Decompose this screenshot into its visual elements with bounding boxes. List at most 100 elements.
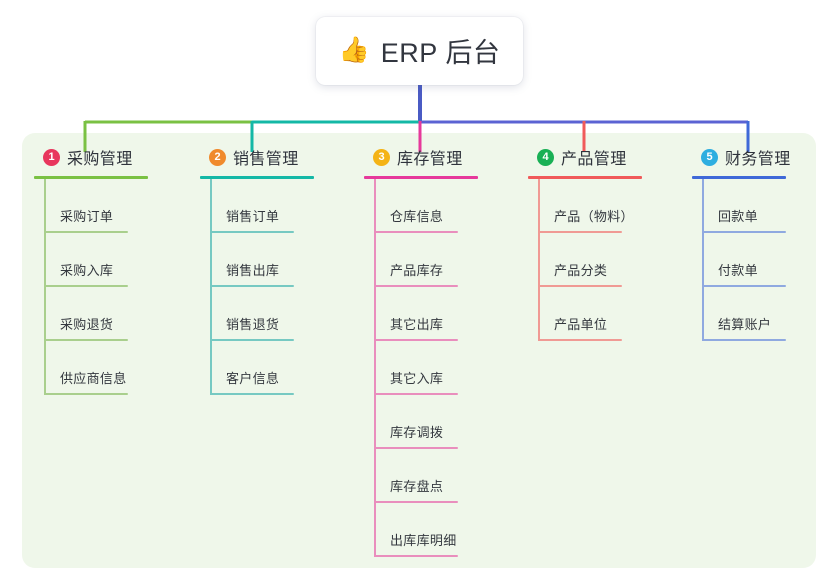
leaf-underline bbox=[210, 231, 294, 233]
leaf-node[interactable]: 付款单 bbox=[692, 233, 822, 287]
leaf-list: 回款单付款单结算账户 bbox=[692, 179, 822, 341]
leaf-underline bbox=[210, 285, 294, 287]
leaf-list: 仓库信息产品库存其它出库其它入库库存调拨库存盘点出库库明细 bbox=[364, 179, 514, 557]
leaf-underline bbox=[44, 393, 128, 395]
leaf-node-label: 供应商信息 bbox=[60, 371, 127, 386]
branch-index-badge: 2 bbox=[209, 148, 226, 166]
leaf-node[interactable]: 其它出库 bbox=[364, 287, 514, 341]
branch-title: 产品管理 bbox=[561, 151, 627, 168]
branch-index-badge: 1 bbox=[43, 148, 60, 166]
leaf-node-label: 产品（物料） bbox=[554, 209, 634, 224]
leaf-node-label: 付款单 bbox=[718, 263, 758, 278]
leaf-node[interactable]: 库存调拨 bbox=[364, 395, 514, 449]
leaf-node[interactable]: 产品库存 bbox=[364, 233, 514, 287]
thumbs-up-icon: 👍 bbox=[338, 35, 370, 64]
leaf-node[interactable]: 产品（物料） bbox=[528, 179, 678, 233]
branch-index-badge: 4 bbox=[537, 148, 554, 166]
branch-header-2[interactable]: 2 销售管理 bbox=[200, 145, 350, 169]
root-node-card[interactable]: 👍 ERP 后台 bbox=[316, 17, 523, 85]
leaf-underline bbox=[374, 393, 458, 395]
leaf-underline bbox=[538, 231, 622, 233]
leaf-underline bbox=[44, 231, 128, 233]
branch-underline bbox=[34, 176, 148, 179]
leaf-underline bbox=[702, 231, 786, 233]
branch-column-2[interactable]: 2 销售管理销售订单销售出库销售退货客户信息 bbox=[200, 145, 350, 395]
leaf-node-label: 产品分类 bbox=[554, 263, 608, 278]
branch-header-3[interactable]: 3 库存管理 bbox=[364, 145, 514, 169]
root-node-content: 👍 ERP 后台 bbox=[339, 31, 501, 70]
leaf-node-label: 采购入库 bbox=[60, 263, 114, 278]
branch-underline bbox=[692, 176, 786, 179]
leaf-spine-line bbox=[702, 179, 704, 341]
leaf-node-label: 回款单 bbox=[718, 209, 758, 224]
leaf-list: 销售订单销售出库销售退货客户信息 bbox=[200, 179, 350, 395]
leaf-node-label: 产品库存 bbox=[390, 263, 444, 278]
leaf-underline bbox=[374, 231, 458, 233]
leaf-list: 产品（物料） 产品分类产品单位 bbox=[528, 179, 678, 341]
leaf-node-label: 采购退货 bbox=[60, 317, 114, 332]
leaf-list: 采购订单采购入库采购退货供应商信息 bbox=[34, 179, 184, 395]
leaf-underline bbox=[374, 555, 458, 557]
leaf-underline bbox=[374, 501, 458, 503]
leaf-node-label: 仓库信息 bbox=[390, 209, 444, 224]
leaf-node-label: 产品单位 bbox=[554, 317, 608, 332]
leaf-node-label: 结算账户 bbox=[718, 317, 772, 332]
branch-column-5[interactable]: 5 财务管理回款单付款单结算账户 bbox=[692, 145, 822, 341]
branch-column-4[interactable]: 4 产品管理产品（物料） 产品分类产品单位 bbox=[528, 145, 678, 341]
leaf-node[interactable]: 采购退货 bbox=[34, 287, 184, 341]
branch-underline bbox=[528, 176, 642, 179]
branch-underline bbox=[364, 176, 478, 179]
leaf-node[interactable]: 采购入库 bbox=[34, 233, 184, 287]
leaf-underline bbox=[702, 339, 786, 341]
leaf-node-label: 采购订单 bbox=[60, 209, 114, 224]
leaf-node[interactable]: 出库库明细 bbox=[364, 503, 514, 557]
leaf-node[interactable]: 回款单 bbox=[692, 179, 822, 233]
leaf-node-label: 销售订单 bbox=[226, 209, 280, 224]
leaf-spine-line bbox=[210, 179, 212, 395]
branch-header-4[interactable]: 4 产品管理 bbox=[528, 145, 678, 169]
branch-index-badge: 5 bbox=[701, 148, 718, 166]
leaf-node[interactable]: 供应商信息 bbox=[34, 341, 184, 395]
leaf-node-label: 库存盘点 bbox=[390, 479, 444, 494]
leaf-node[interactable]: 其它入库 bbox=[364, 341, 514, 395]
leaf-node[interactable]: 产品单位 bbox=[528, 287, 678, 341]
leaf-node[interactable]: 产品分类 bbox=[528, 233, 678, 287]
branch-column-3[interactable]: 3 库存管理仓库信息产品库存其它出库其它入库库存调拨库存盘点出库库明细 bbox=[364, 145, 514, 557]
branch-header-5[interactable]: 5 财务管理 bbox=[692, 145, 822, 169]
leaf-underline bbox=[44, 285, 128, 287]
branch-underline bbox=[200, 176, 314, 179]
diagram-background-panel bbox=[22, 133, 816, 568]
leaf-underline bbox=[374, 447, 458, 449]
leaf-node-label: 其它入库 bbox=[390, 371, 444, 386]
leaf-underline bbox=[374, 285, 458, 287]
leaf-node[interactable]: 结算账户 bbox=[692, 287, 822, 341]
leaf-underline bbox=[702, 285, 786, 287]
leaf-spine-line bbox=[44, 179, 46, 395]
leaf-node[interactable]: 库存盘点 bbox=[364, 449, 514, 503]
leaf-node[interactable]: 采购订单 bbox=[34, 179, 184, 233]
leaf-underline bbox=[374, 339, 458, 341]
leaf-node[interactable]: 仓库信息 bbox=[364, 179, 514, 233]
leaf-node-label: 销售出库 bbox=[226, 263, 280, 278]
leaf-node-label: 其它出库 bbox=[390, 317, 444, 332]
branch-title: 财务管理 bbox=[725, 151, 791, 168]
branch-title: 销售管理 bbox=[233, 151, 299, 168]
leaf-underline bbox=[44, 339, 128, 341]
branch-index-badge: 3 bbox=[373, 148, 390, 166]
leaf-node-label: 库存调拨 bbox=[390, 425, 444, 440]
leaf-spine-line bbox=[538, 179, 540, 341]
leaf-node[interactable]: 销售订单 bbox=[200, 179, 350, 233]
leaf-node[interactable]: 销售出库 bbox=[200, 233, 350, 287]
leaf-underline bbox=[538, 339, 622, 341]
leaf-node[interactable]: 销售退货 bbox=[200, 287, 350, 341]
leaf-node-label: 销售退货 bbox=[226, 317, 280, 332]
leaf-node[interactable]: 客户信息 bbox=[200, 341, 350, 395]
branch-title: 库存管理 bbox=[397, 151, 463, 168]
root-node-title: ERP 后台 bbox=[380, 37, 501, 68]
leaf-underline bbox=[210, 339, 294, 341]
leaf-node-label: 客户信息 bbox=[226, 371, 280, 386]
